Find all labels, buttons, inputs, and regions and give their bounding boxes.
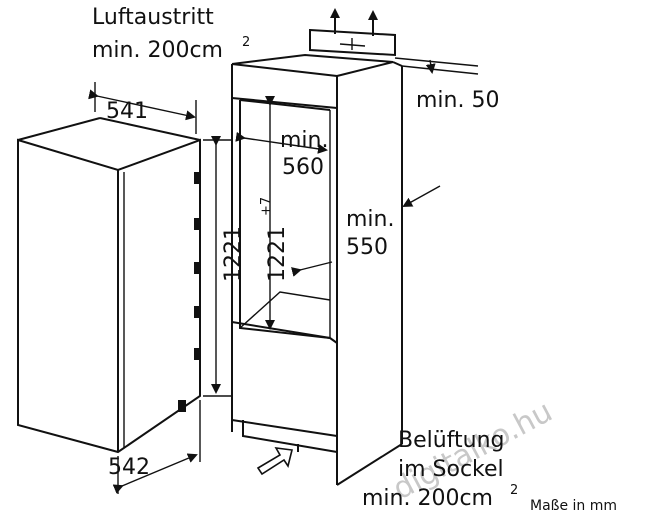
dim-width-top: [88, 82, 197, 134]
depth-bottom-label: 542: [108, 455, 150, 480]
ventilation-area: min. 200cm: [362, 486, 493, 511]
niche-height-label: 1221: [265, 226, 290, 282]
ventilation-location: im Sockel: [398, 457, 504, 482]
air-outlet-arrows: [330, 8, 378, 36]
ventilation-area-superscript: 2: [510, 483, 518, 498]
dim-height-left: [203, 136, 232, 397]
units-note: Maße in mm: [530, 498, 617, 514]
gap-top-label: min. 50: [416, 88, 499, 113]
niche-width-value: 560: [282, 155, 324, 180]
niche-opening: [239, 99, 331, 339]
appliance-box: [17, 117, 201, 454]
cabinet-outline: [231, 53, 403, 486]
niche-depth-prefix: min.: [346, 207, 394, 232]
lower-compartment: [231, 321, 338, 437]
ventilation-title: Belüftung: [398, 428, 505, 453]
dim-niche-width: [235, 131, 328, 154]
height-left-label: 1221: [221, 226, 246, 282]
air-outlet-area: min. 200cm: [92, 38, 223, 63]
niche-depth-value: 550: [346, 235, 388, 260]
top-vent-grille: [309, 28, 396, 57]
ventilation-arrow: [256, 447, 293, 476]
dim-depth-bottom: [112, 400, 201, 494]
dim-gap-top: [394, 57, 479, 75]
niche-width-prefix: min.: [280, 128, 328, 153]
dim-niche-depth: [291, 185, 441, 277]
plinth: [242, 420, 338, 453]
niche-height-tolerance: +7: [259, 197, 274, 216]
width-top-label: 541: [106, 99, 148, 124]
air-outlet-title: Luftaustritt: [92, 5, 214, 30]
appliance-hinges: [178, 172, 200, 412]
air-outlet-area-superscript: 2: [242, 35, 250, 50]
